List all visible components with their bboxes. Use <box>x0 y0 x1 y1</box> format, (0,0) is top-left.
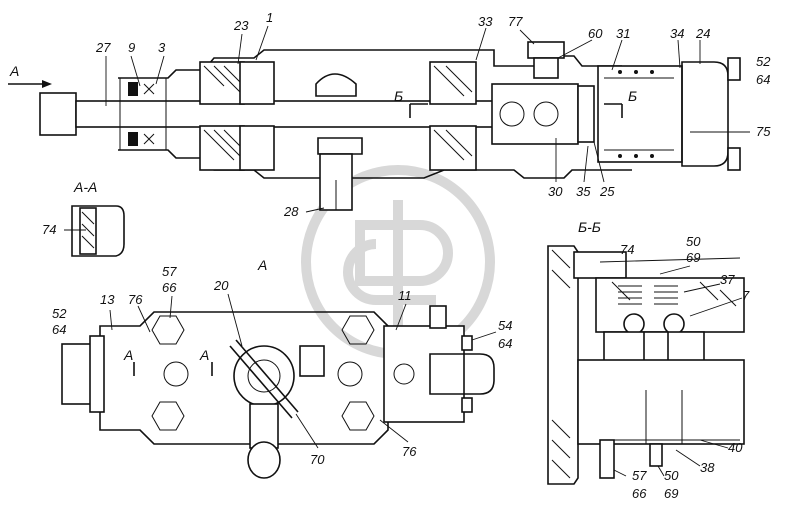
callout-1: 1 <box>266 10 273 25</box>
ball-nut <box>491 83 579 145</box>
section-aa-title: А-А <box>73 179 97 195</box>
callout-24: 24 <box>695 26 710 41</box>
callout-74-aa: 74 <box>42 222 56 237</box>
callout-57-bb: 57 <box>632 468 647 483</box>
callout-38: 38 <box>700 460 715 475</box>
callout-labels: 27 9 3 23 1 33 77 60 31 34 24 52 64 75 3… <box>42 10 771 501</box>
callout-60: 60 <box>588 26 603 41</box>
leader-lines <box>64 25 750 477</box>
callout-52-view: 52 <box>52 306 67 321</box>
cut-label-a-left: А <box>123 347 133 363</box>
valve-body <box>597 65 683 163</box>
section-bb-title: Б-Б <box>578 219 601 235</box>
callout-50-top: 50 <box>686 234 701 249</box>
callout-27: 27 <box>95 40 111 55</box>
callout-23: 23 <box>233 18 249 33</box>
view-a-arrow-label: А <box>9 63 19 79</box>
callout-35: 35 <box>576 184 591 199</box>
callout-57: 57 <box>162 264 177 279</box>
callout-70: 70 <box>310 452 325 467</box>
callout-66-bb: 66 <box>632 486 647 501</box>
callout-77: 77 <box>508 14 523 29</box>
callout-7: 7 <box>742 288 750 303</box>
callout-3: 3 <box>158 40 166 55</box>
cut-label-b-right: Б <box>628 88 637 104</box>
callout-64-top: 64 <box>756 72 770 87</box>
callout-31: 31 <box>616 26 630 41</box>
callout-40: 40 <box>728 440 743 455</box>
seal-housing <box>119 77 167 151</box>
section-b-b: Б-Б <box>547 219 745 485</box>
callout-52-top: 52 <box>756 54 771 69</box>
section-a-a: А-А <box>71 179 125 257</box>
callout-54: 54 <box>498 318 512 333</box>
callout-11: 11 <box>398 288 412 303</box>
callout-20: 20 <box>213 278 229 293</box>
callout-9: 9 <box>128 40 135 55</box>
callout-28: 28 <box>283 204 299 219</box>
callout-33: 33 <box>478 14 493 29</box>
callout-66: 66 <box>162 280 177 295</box>
cut-label-b-left: Б <box>394 88 403 104</box>
callout-64-view: 64 <box>52 322 66 337</box>
callout-37: 37 <box>720 272 735 287</box>
input-shaft <box>75 100 517 128</box>
callout-76-bottom: 76 <box>402 444 417 459</box>
top-assembly-view: Б Б А <box>8 41 741 211</box>
callout-76-left: 76 <box>128 292 143 307</box>
callout-75: 75 <box>756 124 771 139</box>
view-a-title: А <box>257 257 267 273</box>
callout-34: 34 <box>670 26 684 41</box>
cut-label-a-right: А <box>199 347 209 363</box>
callout-13: 13 <box>100 292 115 307</box>
callout-69-bottom: 69 <box>664 486 678 501</box>
callout-30: 30 <box>548 184 563 199</box>
view-a: А А А <box>61 257 495 479</box>
callout-50-bottom: 50 <box>664 468 679 483</box>
callout-69-top: 69 <box>686 250 700 265</box>
callout-64-right: 64 <box>498 336 512 351</box>
callout-25: 25 <box>599 184 615 199</box>
shaft-spline-end <box>39 92 77 136</box>
callout-74-bb: 74 <box>620 242 634 257</box>
